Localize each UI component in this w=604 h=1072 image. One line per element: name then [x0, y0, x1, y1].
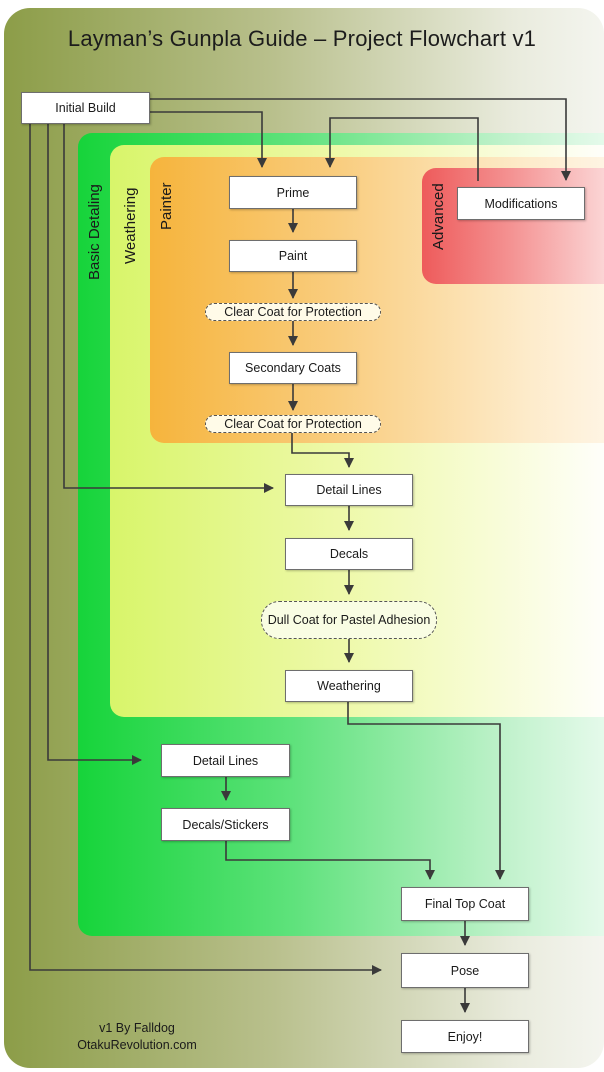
- node-enjoy[interactable]: Enjoy!: [401, 1020, 529, 1053]
- node-prime[interactable]: Prime: [229, 176, 357, 209]
- credit-site: OtakuRevolution.com: [77, 1037, 197, 1052]
- node-detail-lines-weathering[interactable]: Detail Lines: [285, 474, 413, 506]
- node-secondary-coats[interactable]: Secondary Coats: [229, 352, 357, 384]
- node-initial-build[interactable]: Initial Build: [21, 92, 150, 124]
- region-label-weathering: Weathering: [122, 187, 139, 264]
- node-final-top-coat[interactable]: Final Top Coat: [401, 887, 529, 921]
- credit-text: v1 By Falldog OtakuRevolution.com: [62, 1020, 212, 1054]
- node-clear-coat-1[interactable]: Clear Coat for Protection: [205, 303, 381, 321]
- region-label-advanced: Advanced: [430, 183, 447, 250]
- node-dull-coat[interactable]: Dull Coat for Pastel Adhesion: [261, 601, 437, 639]
- flowchart-title: Layman’s Gunpla Guide – Project Flowchar…: [67, 26, 537, 51]
- node-detail-lines-basic[interactable]: Detail Lines: [161, 744, 290, 777]
- region-label-painter: Painter: [158, 182, 175, 230]
- node-modifications[interactable]: Modifications: [457, 187, 585, 220]
- region-advanced: [422, 168, 604, 284]
- node-decals[interactable]: Decals: [285, 538, 413, 570]
- node-decals-stickers[interactable]: Decals/Stickers: [161, 808, 290, 841]
- region-label-basic-detailing: Basic Detaling: [86, 184, 103, 280]
- node-weathering-step[interactable]: Weathering: [285, 670, 413, 702]
- credit-author: v1 By Falldog: [99, 1021, 175, 1035]
- node-clear-coat-2[interactable]: Clear Coat for Protection: [205, 415, 381, 433]
- node-paint[interactable]: Paint: [229, 240, 357, 272]
- node-pose[interactable]: Pose: [401, 953, 529, 988]
